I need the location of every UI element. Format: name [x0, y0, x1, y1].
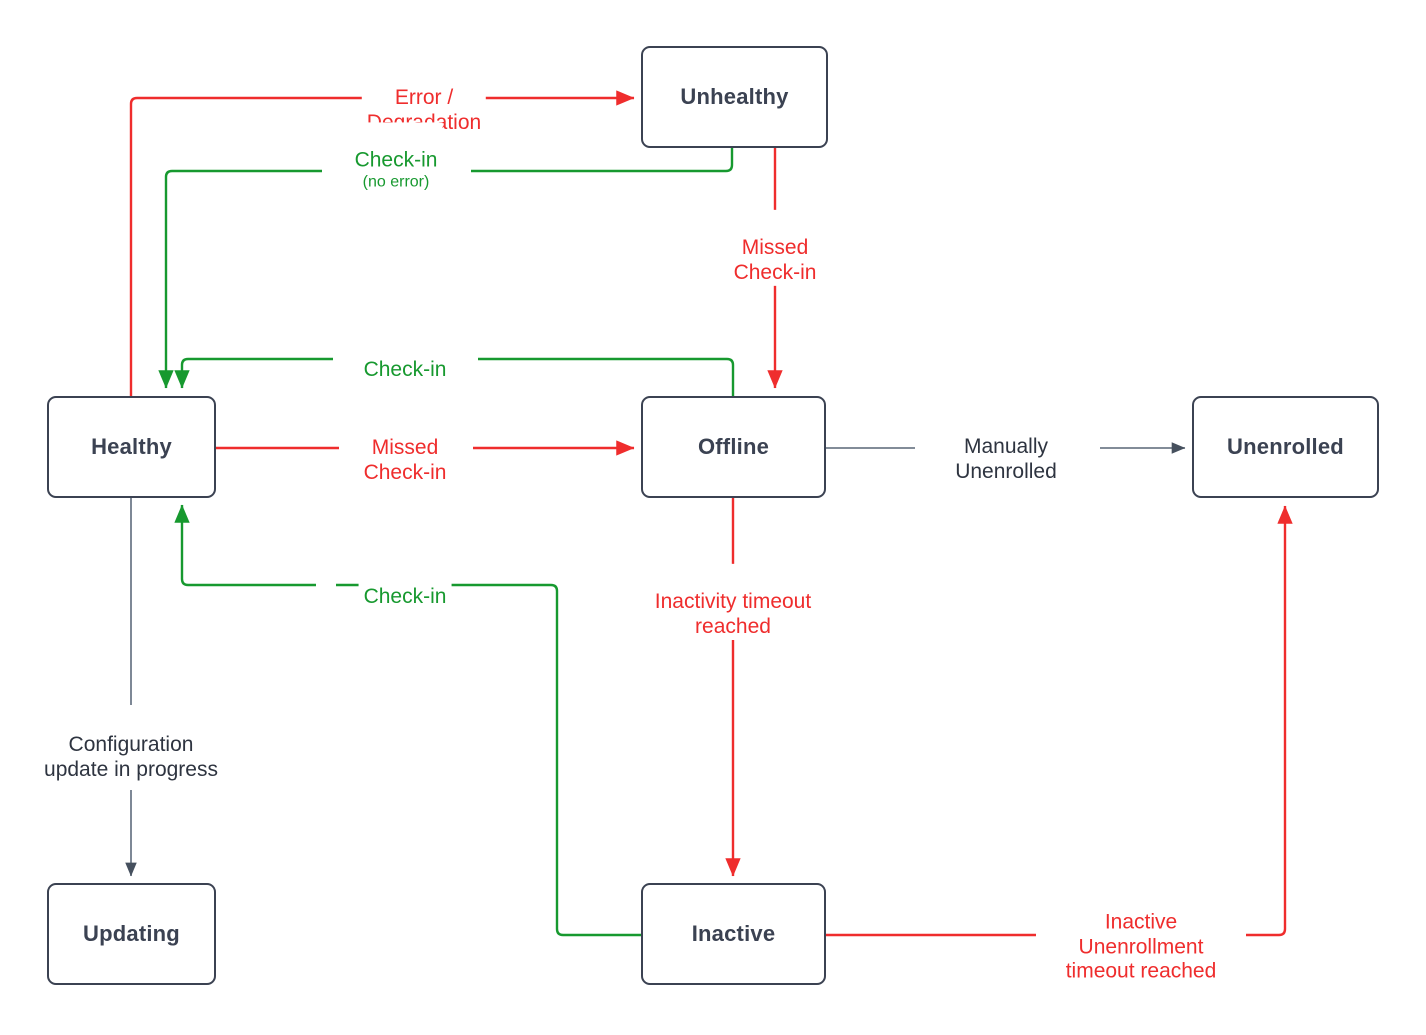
- edge-healthy-to-unhealthy: [129, 96, 373, 396]
- edge-label-text: Check-in: [363, 358, 447, 381]
- edge-label-text: Check-in: [354, 148, 438, 172]
- state-node-unenrolled-label: Unenrolled: [1227, 434, 1344, 459]
- edge-label-text: Configuration update in progress: [44, 732, 218, 781]
- state-node-offline-label: Offline: [697, 434, 770, 459]
- edge-label-inactive-to-unenrolled: Inactive Unenrollment timeout reached: [1060, 884, 1222, 986]
- edge-inactive-to-healthy-arrow: [174, 504, 316, 587]
- state-node-unenrolled[interactable]: Unenrolled: [1192, 396, 1379, 498]
- edge-label-healthy-to-updating: Configuration update in progress: [39, 706, 223, 784]
- edge-label-text: Missed Check-in: [733, 235, 817, 284]
- state-node-unhealthy[interactable]: Unhealthy: [641, 46, 828, 148]
- state-node-healthy[interactable]: Healthy: [47, 396, 216, 498]
- state-node-updating[interactable]: Updating: [47, 883, 216, 985]
- edge-label-subtext: (no error): [362, 172, 430, 190]
- edge-label-text: Inactivity timeout reached: [654, 589, 812, 638]
- edge-label-offline-to-healthy: Check-in: [358, 332, 452, 384]
- edge-inactive-to-unenrolled-arrow: [1246, 505, 1293, 937]
- edge-offline-to-healthy: [478, 357, 735, 396]
- edge-label-healthy-to-offline: Missed Check-in: [358, 409, 452, 487]
- edge-label-unhealthy-to-offline: Missed Check-in: [728, 209, 822, 287]
- edge-label-offline-to-inactive: Inactivity timeout reached: [649, 563, 817, 641]
- edge-offline-to-healthy-arrow: [174, 357, 333, 389]
- edge-label-text: Inactive Unenrollment timeout reached: [1065, 910, 1217, 983]
- edge-label-offline-to-unenrolled: Manually Unenrolled: [950, 408, 1062, 486]
- edge-label-inactive-to-healthy: Check-in: [358, 559, 452, 611]
- edge-inactive-to-healthy: [336, 583, 641, 937]
- state-node-inactive-label: Inactive: [691, 921, 776, 946]
- edge-unhealthy-to-healthy: [471, 148, 734, 173]
- edge-label-unhealthy-to-healthy: Check-in (no error): [349, 122, 443, 218]
- state-node-unhealthy-label: Unhealthy: [680, 84, 789, 109]
- state-node-updating-label: Updating: [83, 921, 180, 946]
- edge-unhealthy-to-healthy-arrow: [158, 169, 322, 389]
- edge-label-text: Manually Unenrolled: [955, 434, 1057, 483]
- state-node-offline[interactable]: Offline: [641, 396, 826, 498]
- edge-label-text: Check-in: [363, 585, 447, 608]
- edge-label-text: Missed Check-in: [363, 435, 447, 484]
- state-node-inactive[interactable]: Inactive: [641, 883, 826, 985]
- state-node-healthy-label: Healthy: [91, 434, 172, 459]
